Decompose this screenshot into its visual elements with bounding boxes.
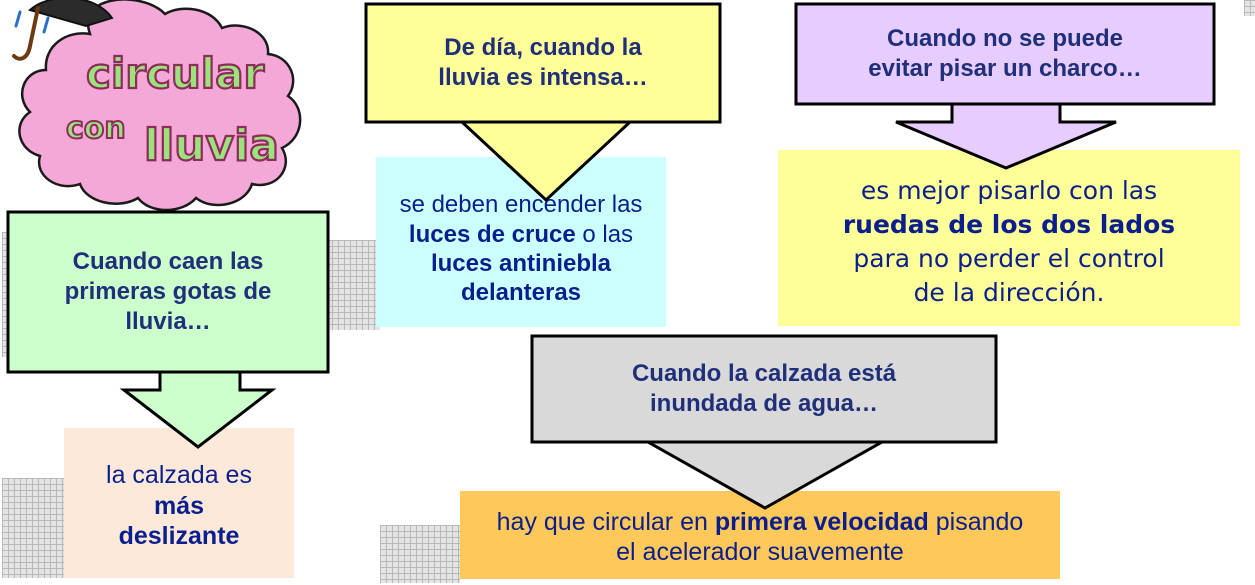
box-shadow [380, 525, 460, 583]
result-text: hay que circular en [496, 507, 715, 536]
result-text: se deben encender las [399, 191, 643, 219]
result-line: es mejor pisarlo con las [843, 174, 1175, 208]
condition-line: De día, cuando la [444, 34, 642, 61]
condition-text-primeras-gotas: Cuando caen las primeras gotas de lluvia… [8, 212, 328, 372]
result-line: se deben encender las [400, 190, 643, 219]
result-text-bold: deslizante [118, 522, 240, 551]
result-text-bold: luces de cruce [408, 220, 576, 248]
condition-box-charco [794, 2, 1216, 106]
condition-box-primeras-gotas [6, 210, 330, 374]
result-text: la calzada es [106, 461, 252, 490]
result-line: la calzada es [106, 460, 252, 491]
result-line: hay que circular en primera velocidad pi… [497, 507, 1024, 538]
result-line: luces de cruce o las [400, 220, 643, 249]
result-line: de la dirección. [843, 276, 1175, 310]
result-line: más [106, 491, 252, 522]
condition-line: Cuando no se puede [886, 25, 1123, 52]
condition-line: Cuando caen las [72, 248, 264, 275]
result-line: ruedas de los dos lados [843, 208, 1175, 242]
arrow-down-primeras-gotas [119, 370, 277, 449]
result-text-bold: luces antiniebla [430, 250, 612, 277]
result-line: para no perder el control [843, 242, 1175, 276]
result-line: delanteras [400, 278, 643, 307]
result-text: o las [575, 220, 634, 248]
result-text: para no perder el control [853, 244, 1165, 273]
condition-text-lluvia-intensa: De día, cuando la lluvia es intensa… [366, 4, 720, 122]
box-shadow [2, 478, 64, 578]
result-text: el acelerador suavemente [616, 538, 904, 566]
condition-line: evitar pisar un charco… [868, 55, 1142, 82]
box-shadow [1244, 0, 1255, 16]
result-line: el acelerador suavemente [497, 537, 1024, 568]
condition-line: lluvia es intensa… [438, 64, 648, 91]
result-text-bold: delanteras [460, 279, 582, 307]
condition-box-inundada [530, 334, 998, 444]
arrow-down-charco [895, 102, 1117, 170]
umbrella-icon [12, 0, 114, 61]
result-box-inundada: hay que circular en primera velocidad pi… [460, 491, 1060, 579]
condition-line: Cuando la calzada está [631, 360, 897, 387]
result-text: es mejor pisarlo con las [860, 176, 1158, 205]
condition-text-inundada: Cuando la calzada está inundada de agua… [532, 336, 996, 442]
condition-line: lluvia… [125, 308, 211, 335]
condition-text-charco: Cuando no se puede evitar pisar un charc… [796, 4, 1214, 104]
result-line: deslizante [106, 521, 252, 552]
result-box-charco: es mejor pisarlo con las ruedas de los do… [778, 150, 1240, 326]
logo-cloud [18, 0, 302, 212]
result-text-bold: primera velocidad [714, 507, 929, 536]
condition-line: inundada de agua… [649, 390, 879, 417]
result-text: pisando [928, 507, 1024, 536]
condition-line: primeras gotas de [64, 278, 272, 305]
arrow-down-inundada [642, 440, 888, 510]
result-text-bold: más [153, 491, 205, 520]
arrow-down-lluvia-intensa [458, 120, 634, 203]
box-shadow [326, 240, 380, 330]
result-line: luces antiniebla [400, 249, 643, 278]
result-text: de la dirección. [913, 278, 1105, 307]
result-text-bold: ruedas de los dos lados [842, 210, 1176, 239]
